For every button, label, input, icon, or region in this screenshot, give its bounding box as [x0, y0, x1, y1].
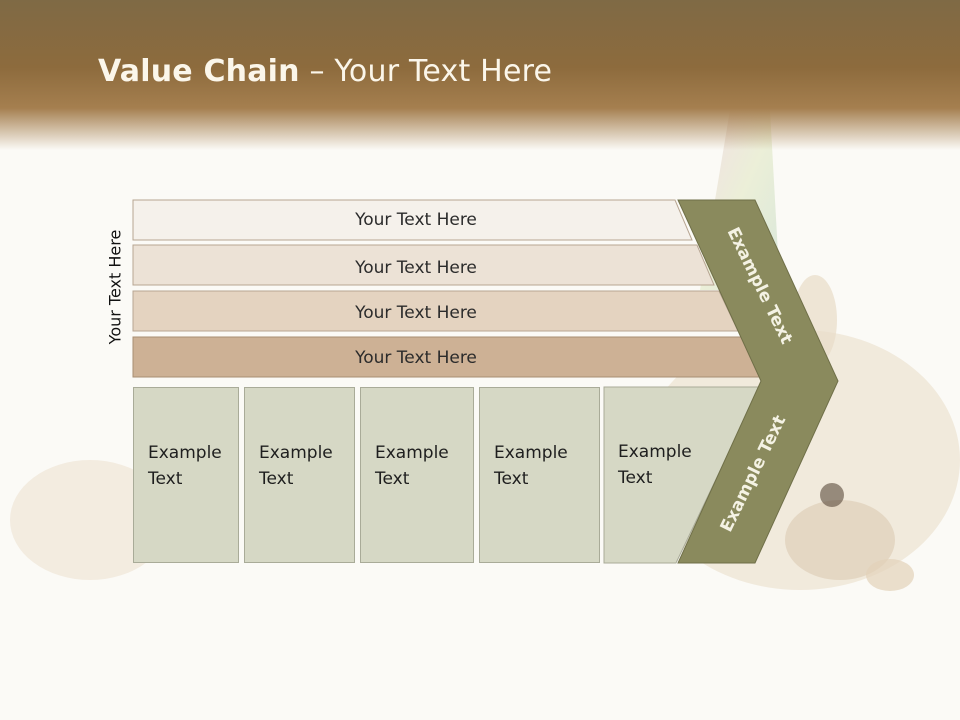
- box-3: Example Text: [360, 387, 474, 563]
- bar-2: Your Text Here: [132, 244, 715, 286]
- box-1: Example Text: [133, 387, 239, 563]
- bar-1-label: Your Text Here: [354, 210, 477, 230]
- bar-1: Your Text Here: [132, 199, 693, 241]
- reflection: Example Text Example Text Example Text E…: [0, 563, 960, 720]
- bar-3: Your Text Here: [132, 290, 739, 332]
- box-2: Example Text: [244, 387, 355, 563]
- bar-4-label: Your Text Here: [354, 348, 477, 368]
- bar-3-label: Your Text Here: [354, 303, 477, 323]
- title-rest: – Your Text Here: [299, 54, 553, 89]
- chevron-arrow: [677, 199, 839, 564]
- slide-title: Value Chain – Your Text Here: [98, 54, 552, 89]
- bar-2-label: Your Text Here: [354, 258, 477, 278]
- box-5-label: Example Text: [618, 442, 692, 488]
- box-4: Example Text: [479, 387, 600, 563]
- header-band: [0, 0, 960, 150]
- bar-4: Your Text Here: [132, 336, 763, 378]
- box-5-shape: [603, 386, 761, 564]
- box-1-label: Example Text: [148, 443, 222, 489]
- box-4-label: Example Text: [494, 443, 568, 489]
- box-3-label: Example Text: [375, 443, 449, 489]
- box-2-label: Example Text: [259, 443, 333, 489]
- title-bold: Value Chain: [98, 54, 300, 89]
